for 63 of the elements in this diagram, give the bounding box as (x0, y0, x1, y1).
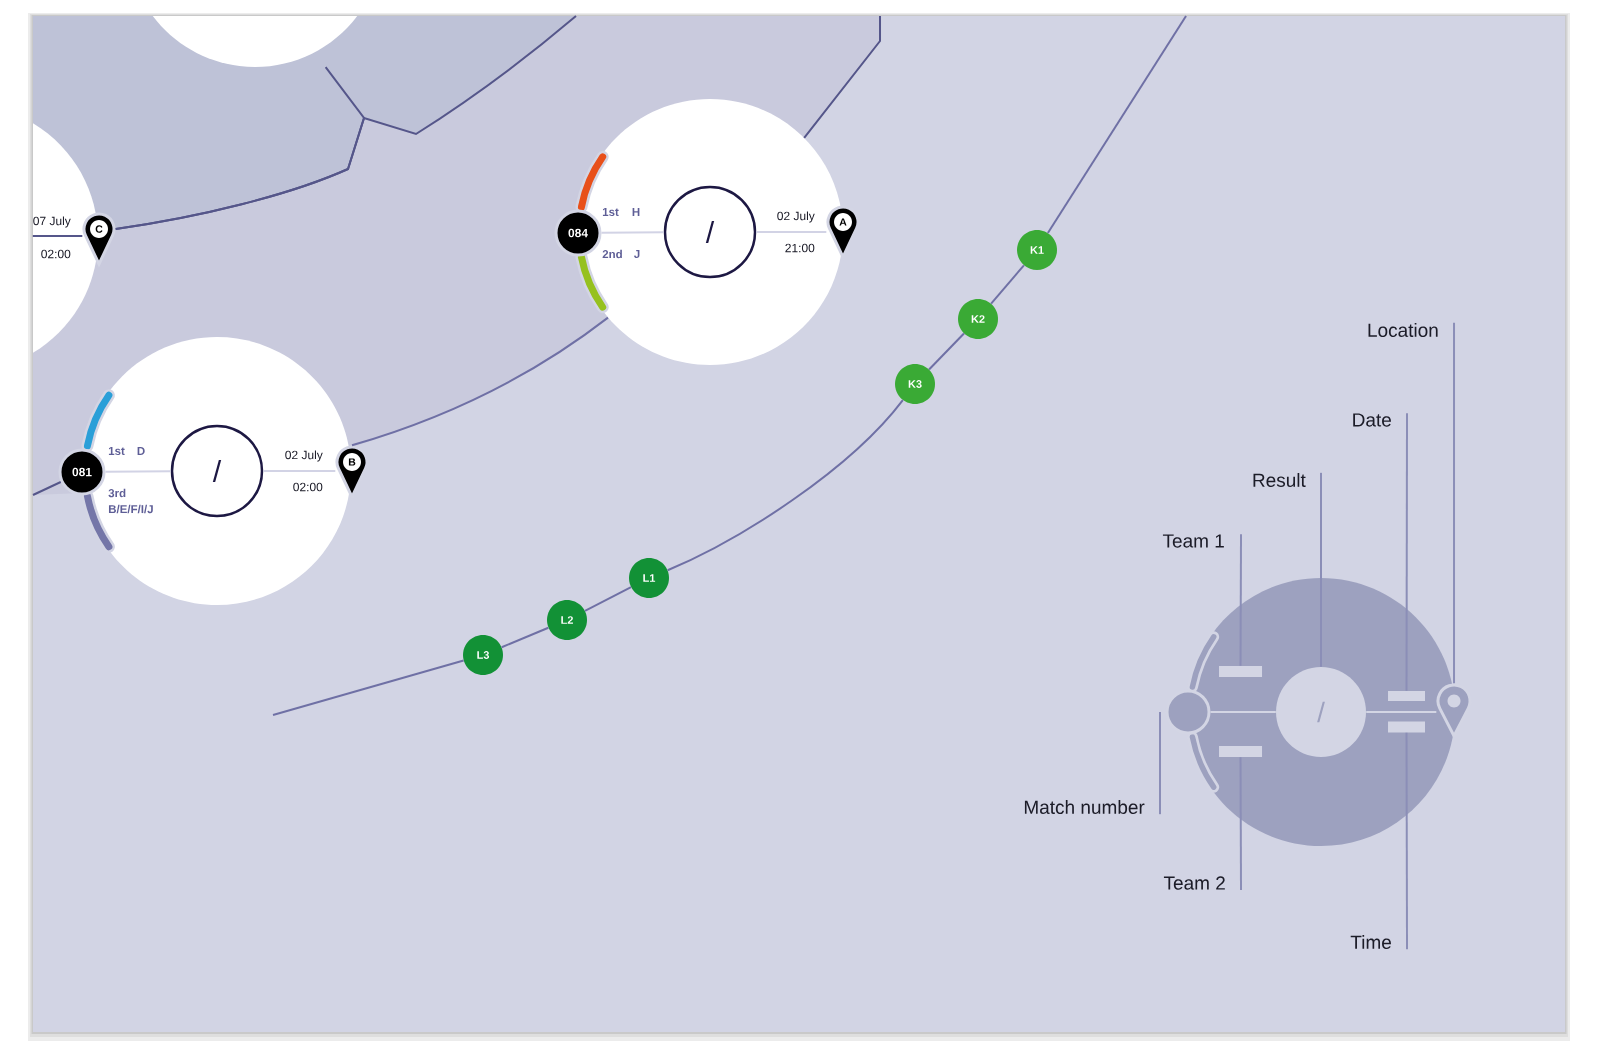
match-number-badge: 081 (58, 448, 106, 496)
leader-line (1405, 731, 1408, 951)
connector-line (104, 470, 172, 473)
team-label: 2nd (602, 249, 622, 259)
bracket-line (32, 481, 62, 496)
bracket-line (31, 235, 84, 237)
bracket-line (584, 586, 633, 612)
bracket-line (114, 15, 577, 230)
bracket-line (666, 399, 904, 572)
badge-circle (1165, 689, 1211, 735)
group-badge: K1 (1017, 230, 1057, 270)
group-label: B/E/F/I/J (108, 504, 153, 514)
callout-label: Team 1 (1162, 534, 1224, 548)
bracket-line (272, 659, 465, 716)
match-number-badge: 084 (554, 209, 602, 257)
group-label: D (137, 447, 145, 455)
bracket-line (1046, 15, 1187, 234)
map-pin (1436, 683, 1472, 738)
bracket-line (500, 626, 550, 649)
group-badge: L3 (463, 635, 503, 675)
callout-label: Match number (1024, 800, 1145, 814)
time-label: 02:00 (293, 482, 323, 492)
map-pin: C (82, 212, 116, 266)
connector-line (755, 231, 828, 233)
placeholder-bar (1219, 746, 1262, 757)
group-badge: K3 (895, 364, 935, 404)
bracket-line (803, 15, 881, 139)
bracket-line (928, 332, 965, 371)
placeholder-bar (1219, 666, 1262, 677)
leader-line (1239, 533, 1242, 667)
date-label: 02 July (777, 211, 815, 223)
callout-label: Date (1353, 413, 1391, 427)
leader-line (1239, 756, 1242, 891)
map-pin: B (335, 445, 369, 499)
time-label: 21:00 (785, 243, 815, 253)
callout-label: Time (1350, 935, 1391, 949)
group-badge: L2 (547, 600, 587, 640)
connector-line (1209, 711, 1277, 713)
date-label: 07 July (33, 216, 71, 228)
map-pin: A (826, 205, 860, 259)
group-badge: L1 (629, 558, 669, 598)
callout-label: Location (1368, 323, 1438, 337)
leader-line (1159, 711, 1161, 816)
team-label: 1st (602, 208, 619, 216)
connector-line (1365, 711, 1438, 713)
group-badge: K2 (958, 299, 998, 339)
date-label: 02 July (285, 450, 323, 462)
bracket-line (351, 316, 609, 447)
time-label: 02:00 (41, 249, 71, 259)
leader-line (1405, 412, 1408, 692)
bracket-line (990, 264, 1025, 305)
connector-line (262, 470, 337, 472)
callout-label: Team 2 (1163, 876, 1225, 890)
group-label: J (634, 250, 640, 258)
leader-line (1320, 471, 1322, 668)
group-label: H (632, 208, 640, 216)
connector-line (600, 231, 665, 234)
team-label: 1st (108, 447, 125, 455)
placeholder-bar (1388, 691, 1425, 701)
callout-label: Result (1253, 473, 1306, 487)
team-label: 3rd (108, 488, 126, 498)
leader-line (1453, 321, 1455, 685)
placeholder-bar (1388, 721, 1425, 733)
